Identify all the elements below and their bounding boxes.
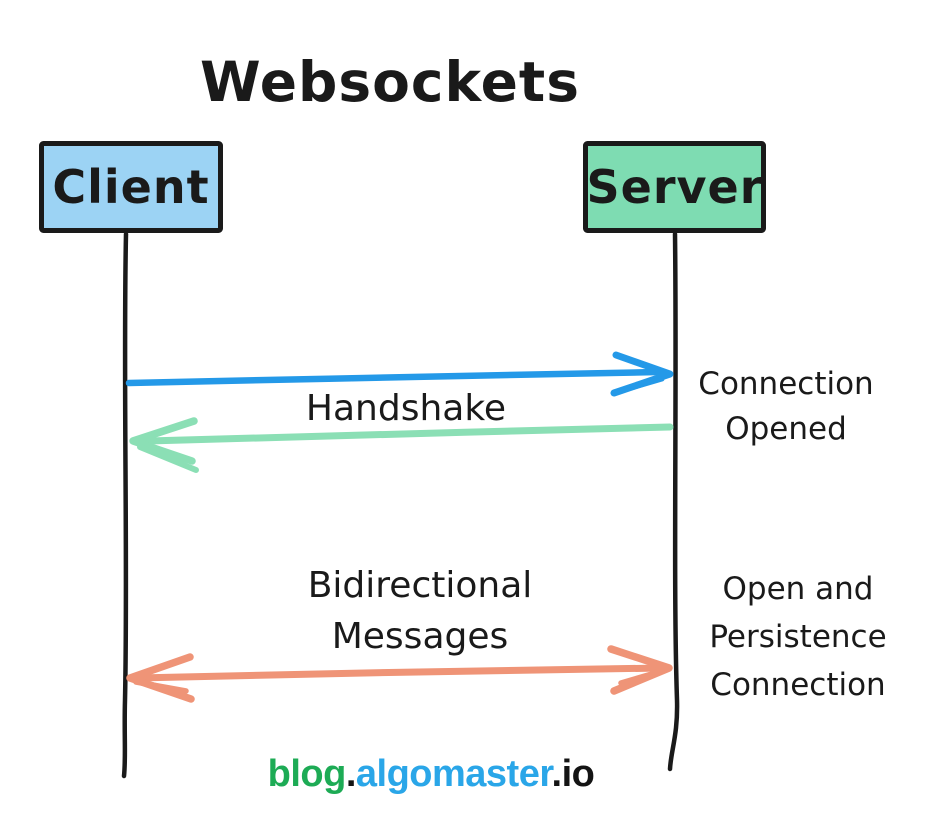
bidirectional-arrow (126, 645, 673, 703)
handshake-response-arrow (129, 417, 674, 473)
bidirectional-left-sketch-stroke (133, 679, 189, 694)
footer-dot1-text: . (345, 753, 357, 795)
diagram-title: Websockets (200, 50, 580, 114)
handshake-response-sketch-stroke (137, 444, 199, 473)
footer-watermark: blog.algomaster.io (0, 753, 862, 796)
persistent-connection-line1: Open and (722, 571, 874, 607)
footer-blog-text: blog (267, 753, 347, 795)
footer-algomaster-text: algomaster (355, 753, 552, 795)
bidirectional-shaft (133, 664, 666, 682)
handshake-request-arrow (125, 351, 674, 397)
persistent-connection-line3: Connection (710, 667, 886, 703)
handshake-request-shaft (125, 368, 662, 387)
handshake-request-sketch-stroke (618, 376, 665, 394)
persistent-connection-line2: Persistence (709, 619, 887, 655)
bidirectional-line2: Messages (331, 616, 509, 657)
footer-io-text: io (561, 753, 595, 795)
connection-opened-line2: Opened (725, 411, 847, 447)
bidirectional-right-sketch-stroke (618, 668, 665, 686)
client-box (39, 141, 223, 233)
connection-opened-line1: Connection (698, 366, 874, 402)
handshake-response-arrowhead-icon (129, 417, 198, 465)
bidirectional-line1: Bidirectional (307, 565, 533, 606)
bidirectional-right-arrowhead-icon (607, 645, 673, 695)
server-lifeline (667, 231, 680, 772)
bidirectional-left-arrowhead-icon (126, 653, 195, 703)
persistent-connection-label: Open and Persistence Connection (685, 565, 911, 709)
handshake-response-shaft (144, 423, 674, 445)
server-box (583, 141, 766, 233)
connection-opened-label: Connection Opened (681, 362, 891, 452)
client-label: Client (52, 160, 210, 214)
server-label: Server (586, 160, 764, 214)
bidirectional-messages-label: Bidirectional Messages (220, 560, 620, 662)
handshake-label: Handshake (305, 388, 507, 429)
footer-dot2-text: . (551, 753, 563, 795)
client-lifeline (121, 231, 129, 779)
